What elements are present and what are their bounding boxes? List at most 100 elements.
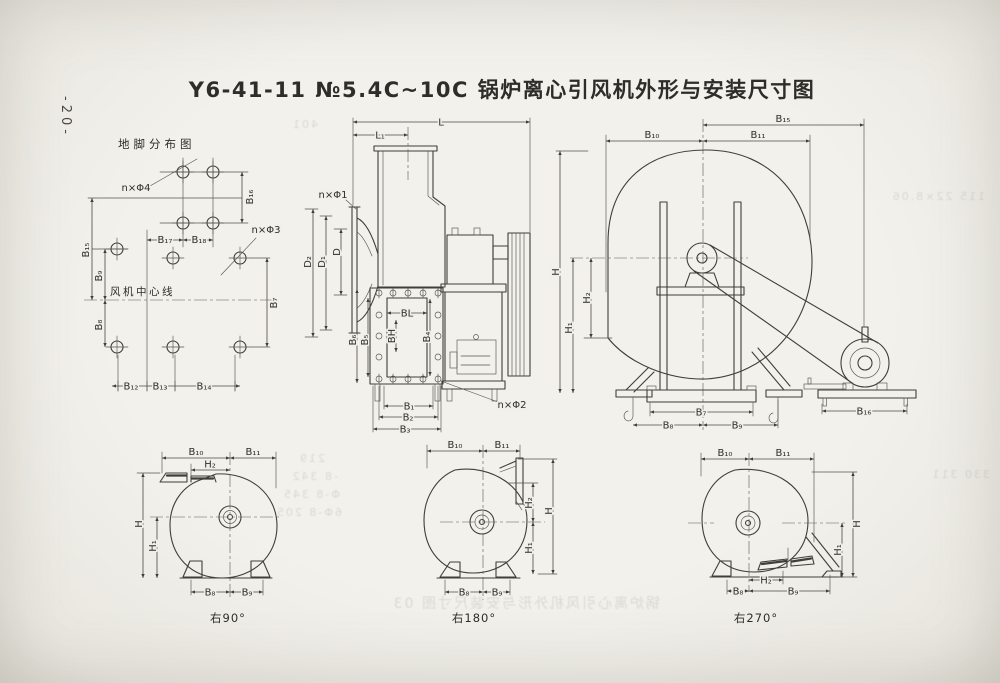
fan-scroll-outline [423, 468, 528, 574]
view-right-90-drawing [150, 452, 282, 600]
view-caption: 右90° [210, 611, 246, 625]
dim-label-bh: BH [387, 329, 398, 343]
dim-label-b16: B₁₆ [245, 190, 256, 205]
dim-label-b12: B₁₂ [124, 382, 139, 393]
bleed-text: Φ-8 345 [282, 488, 340, 501]
fan-center-line-label: 风机中心线 [110, 285, 175, 298]
bolt-note-phi4: n×Φ4 [122, 183, 151, 194]
side-elevation-drawing [348, 127, 531, 402]
slide-rail-detail [449, 334, 497, 375]
view-right-270-drawing [688, 453, 848, 592]
view-caption: 右180° [452, 611, 496, 625]
dim-label-b8: B₈ [205, 588, 216, 599]
bleed-text: -8 342 [291, 470, 338, 483]
drive-belt [693, 244, 879, 384]
dim-label-d: D [332, 248, 343, 256]
dim-label-h2: H₂ [524, 497, 535, 509]
dim-label-b14: B₁₄ [197, 382, 212, 393]
dim-label-b9: B₉ [788, 587, 799, 598]
bleed-text: 6Φ-8 205 [275, 506, 342, 519]
dim-label-b15: B₁₅ [81, 243, 92, 258]
dim-label-bl: BL [401, 309, 414, 320]
view-right-270: B₁₀ B₁₁ H H₁ H₂ B₈ B₉ 右270° [688, 447, 865, 625]
dim-label-b13: B₁₃ [153, 382, 168, 393]
dim-label-b4: B₄ [422, 332, 433, 343]
view-right-90-dimensions: B₁₀ B₁₁ H₂ H H₁ B₈ B₉ [133, 446, 277, 600]
dim-label-b18: B₁₈ [192, 235, 207, 246]
bleed-text: 401 [291, 118, 318, 131]
scan-bleed-artifacts: 219 -8 342 Φ-8 345 6Φ-8 205 锅炉离心引风机外形与安装… [275, 118, 990, 612]
dim-label-b8: B₈ [94, 320, 105, 331]
dim-label-h1: H₁ [833, 544, 844, 556]
dim-label-h: H [551, 268, 562, 276]
front-elevation-drawing [570, 119, 917, 430]
dim-label-b17: B₁₇ [158, 235, 173, 246]
page-title: Y6-41-11 №5.4C~10C 锅炉离心引风机外形与安装尺寸图 [188, 78, 815, 102]
dim-label-l: L [438, 118, 444, 129]
shaft-stub [492, 245, 509, 260]
dim-label-b11: B₁₁ [751, 130, 766, 141]
foot-plan-title: 地脚分布图 [118, 137, 196, 151]
dim-label-b7: B₇ [696, 408, 707, 419]
dim-label-h2: H₂ [760, 576, 772, 587]
dim-label-b7: B₇ [269, 298, 280, 309]
dim-label-b10: B₁₀ [718, 448, 733, 459]
dim-label-b16: B₁₆ [857, 407, 872, 418]
view-caption: 右270° [734, 611, 778, 625]
dim-label-l1: L₁ [375, 131, 385, 142]
dim-label-h1: H₁ [148, 540, 159, 552]
dim-label-h2: H₂ [204, 460, 216, 471]
view-right-180-drawing [423, 445, 545, 600]
motor [803, 326, 917, 407]
dim-label-h: H [544, 507, 555, 515]
dim-label-b8: B₈ [733, 587, 744, 598]
anchor-j-bolt [768, 396, 779, 424]
dim-label-b2: B₂ [403, 413, 414, 424]
bolt-note-phi2: n×Φ2 [498, 400, 527, 411]
view-right-180-dimensions: B₁₀ B₁₁ H H₂ H₁ B₈ B₉ [426, 439, 558, 600]
dim-label-h2: H₂ [582, 292, 593, 304]
support-posts [659, 201, 742, 391]
support-feet [182, 560, 271, 578]
front-elevation-dimensions: B₁₅ B₁₀ B₁₁ H H₁ H₂ B₇ B₈ B₉ B₁₆ [550, 113, 908, 433]
front-elevation-view: B₁₅ B₁₀ B₁₁ H H₁ H₂ B₇ B₈ B₉ B₁₆ [550, 113, 917, 433]
dim-label-h: H [134, 520, 145, 528]
dim-label-b5: B₅ [360, 335, 371, 346]
dim-label-h: H [852, 520, 863, 528]
view-right-90: B₁₀ B₁₁ H₂ H H₁ B₈ B₉ 右90° [133, 446, 282, 625]
bolt-note-phi3: n×Φ3 [252, 225, 281, 236]
view-right-270-dimensions: B₁₀ B₁₁ H H₁ H₂ B₈ B₉ [700, 447, 865, 599]
dim-label-d1: D₁ [317, 256, 328, 268]
dim-label-b11: B₁₁ [495, 440, 510, 451]
support-foot [711, 560, 732, 577]
bleed-text: 115 22×8.06 [891, 190, 985, 203]
dim-label-b9: B₉ [732, 421, 743, 432]
side-elevation-dimensions: L L₁ n×Φ1 D₂ D₁ D BL BH B₄ B₆ B₅ B₁ [302, 116, 531, 437]
dim-label-b9: B₉ [94, 271, 105, 282]
left-brace [625, 367, 655, 393]
dim-label-b15: B₁₅ [776, 114, 791, 125]
dim-label-b8: B₈ [663, 421, 674, 432]
dim-label-b10: B₁₀ [189, 447, 204, 458]
dim-label-b11: B₁₁ [246, 447, 261, 458]
anchor-j-bolt [623, 396, 634, 422]
bleed-text: 锅炉离心引风机外形与安装尺寸图 03 [392, 595, 660, 612]
dim-label-b10: B₁₀ [448, 440, 463, 451]
view-right-180: B₁₀ B₁₁ H H₂ H₁ B₈ B₉ 右180° [423, 439, 558, 625]
bleed-text: 330 311 [931, 468, 991, 481]
fan-scroll-outline [607, 149, 813, 380]
dim-label-b9: B₉ [492, 588, 503, 599]
dim-label-d2: D₂ [303, 256, 314, 268]
right-brace [751, 347, 791, 391]
dim-label-b1: B₁ [404, 402, 415, 413]
dim-label-h1: H₁ [564, 322, 575, 334]
dim-label-b6: B₆ [348, 335, 359, 346]
support-feet [439, 561, 517, 578]
dim-label-b8: B₈ [459, 588, 470, 599]
foot-plan-construction-lines [87, 157, 271, 392]
foot-plan-view: 地脚分布图 风机中心线 [80, 137, 282, 394]
dim-label-b9: B₉ [242, 588, 253, 599]
page-number: -20- [58, 96, 73, 138]
